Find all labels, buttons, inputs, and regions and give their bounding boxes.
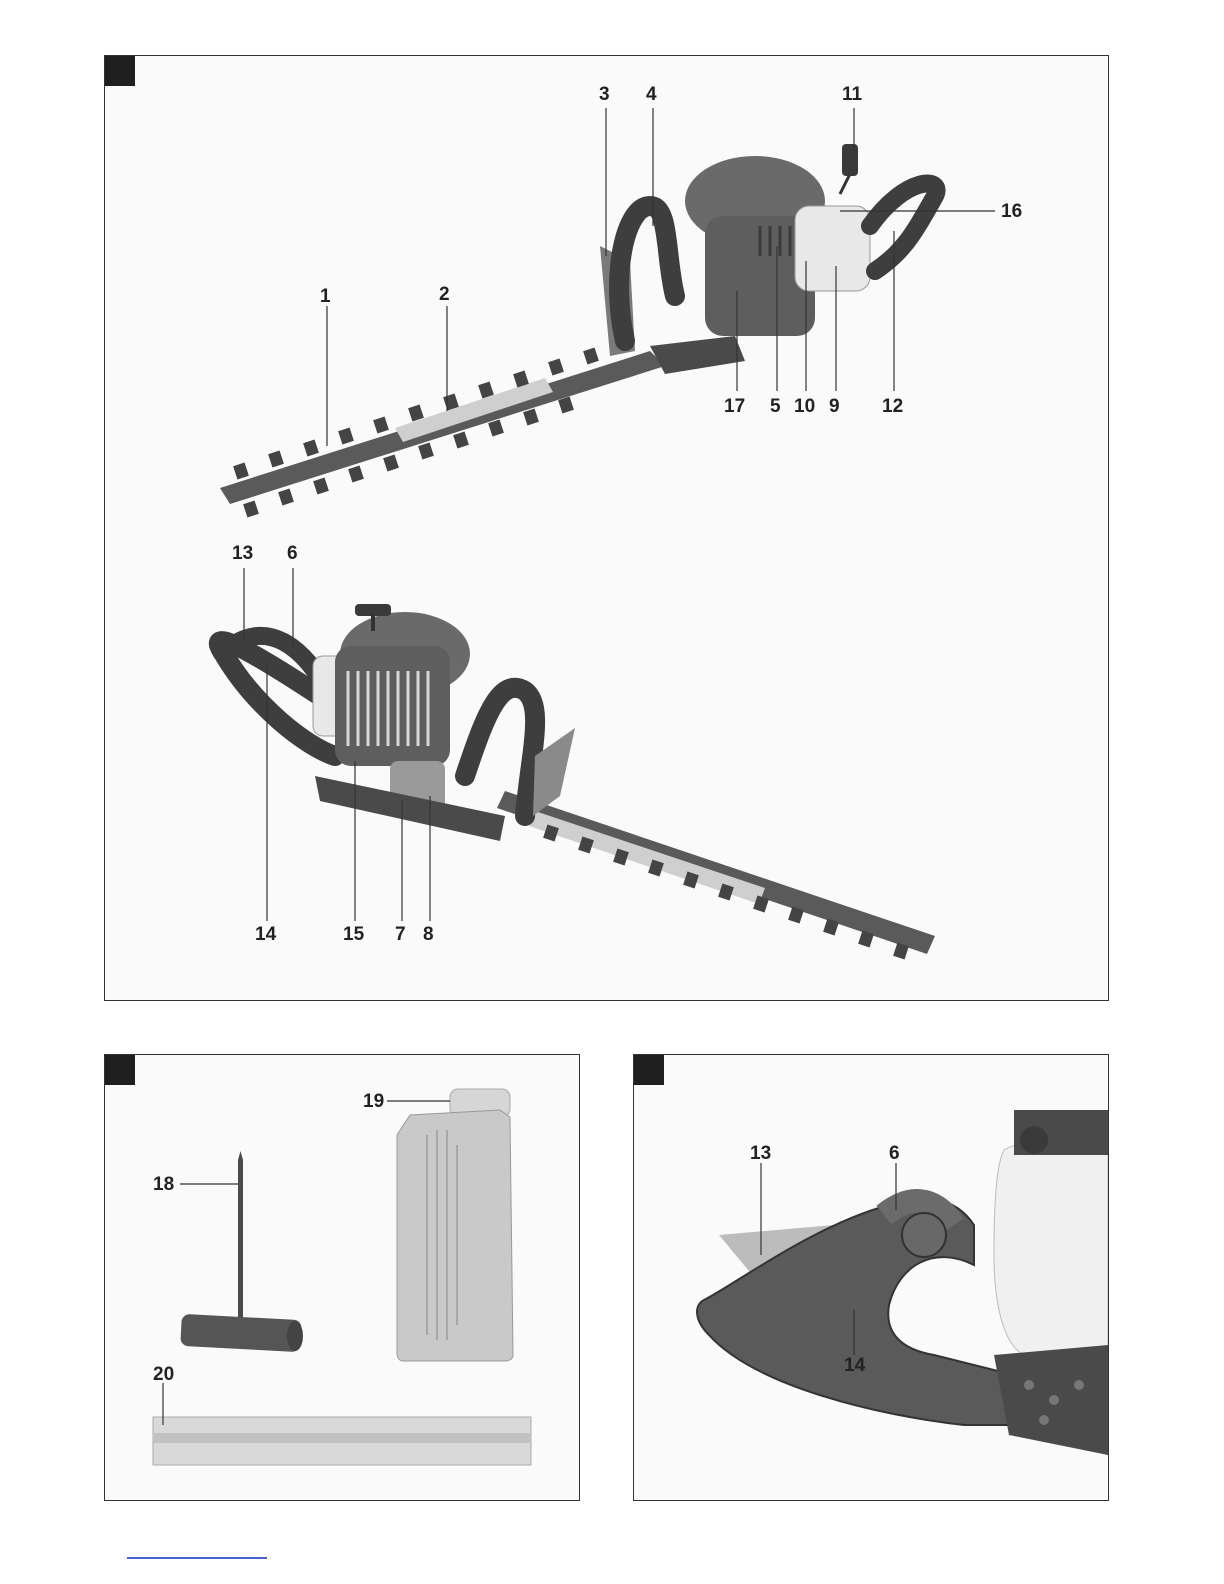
- callout-17: 17: [724, 397, 745, 416]
- upper-base: [650, 336, 745, 374]
- callout-20: 20: [153, 1365, 174, 1384]
- callout-7: 7: [395, 925, 406, 944]
- callout-16: 16: [1001, 202, 1022, 221]
- callout-5: 5: [770, 397, 781, 416]
- callout-12: 12: [882, 397, 903, 416]
- detail-fuel-tank: [994, 1135, 1108, 1365]
- callout-11: 11: [842, 85, 862, 104]
- callout-14-detail: 14: [844, 1356, 865, 1375]
- upper-front-handle: [619, 206, 675, 341]
- callout-6: 6: [287, 544, 298, 563]
- callout-18: 18: [153, 1175, 174, 1194]
- lower-engine-block: [335, 646, 450, 766]
- detail-on-off-switch: [902, 1213, 946, 1257]
- callout-9: 9: [829, 397, 840, 416]
- callout-19: 19: [363, 1092, 384, 1111]
- callout-1: 1: [320, 287, 331, 306]
- callout-2: 2: [439, 285, 450, 304]
- callout-6-detail: 6: [889, 1144, 900, 1163]
- wrench-socket: [180, 1314, 302, 1352]
- main-illustration: [105, 56, 1108, 1000]
- callout-15: 15: [343, 925, 364, 944]
- oil-bottle-body: [397, 1110, 513, 1361]
- panel-accessories: 19 18 20: [104, 1054, 580, 1501]
- accessories-illustration: [105, 1055, 579, 1500]
- callout-13: 13: [232, 544, 253, 563]
- footer-link-underline: [127, 1557, 267, 1559]
- panel-main: 1 2 3 4 11 16 17 5 10 9 12 13 6 14 15 7 …: [104, 55, 1109, 1001]
- callout-14: 14: [255, 925, 276, 944]
- callout-8: 8: [423, 925, 434, 944]
- wrench-rod: [238, 1160, 243, 1320]
- panel-handle-detail: 13 6 14: [633, 1054, 1109, 1501]
- handle-illustration: [634, 1055, 1108, 1500]
- callout-3: 3: [599, 85, 610, 104]
- upper-starter-grip: [842, 144, 858, 176]
- lower-front-handle: [465, 688, 535, 816]
- callout-4: 4: [646, 85, 657, 104]
- callout-10: 10: [794, 397, 815, 416]
- callout-13-detail: 13: [750, 1144, 771, 1163]
- upper-rear-handle: [870, 184, 937, 271]
